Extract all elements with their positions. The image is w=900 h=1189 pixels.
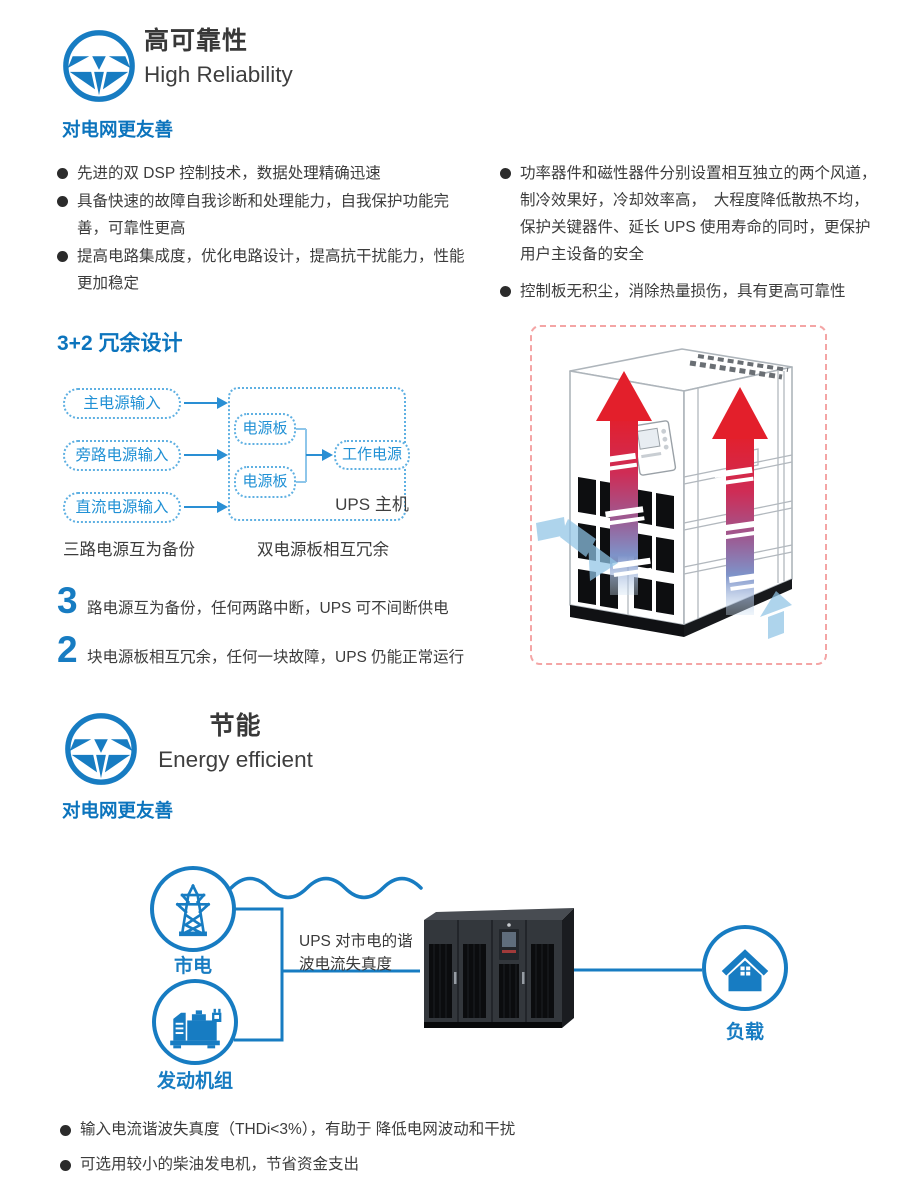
load-label: 负载 — [725, 1022, 764, 1043]
diamond-icon — [63, 30, 135, 102]
distorted-wave-line — [229, 876, 423, 900]
flow-arrow-icon — [184, 397, 228, 409]
energy-diagram-connectors — [228, 876, 702, 1042]
reliability-bullets-left: 先进的双 DSP 控制技术，数据处理精确迅速 具备快速的故障自我诊断和处理能力，… — [57, 160, 473, 298]
list-item: 具备快速的故障自我诊断和处理能力，自我保护功能完善，可靠性更高 — [57, 188, 473, 243]
cabinet-display-panel — [632, 420, 677, 476]
section-title-en: High Reliability — [144, 62, 293, 87]
bullet-dot — [57, 195, 68, 207]
ups-host-label: UPS 主机 — [335, 495, 409, 514]
flow-arrow-icon — [184, 449, 228, 461]
hot-air-arrow — [712, 387, 769, 615]
bullet-dot — [57, 168, 68, 179]
list-item: 控制板无积尘，消除热量损伤，具有更高可靠性 — [500, 278, 884, 305]
list-item: 输入电流谐波失真度（THDi<3%），有助于 降低电网波动和干扰 — [60, 1117, 620, 1143]
flow-arrow-icon — [184, 501, 228, 513]
section-energy-header: 节能 Energy efficient — [148, 712, 323, 773]
energy-bullets: 输入电流谐波失真度（THDi<3%），有助于 降低电网波动和干扰 可选用较小的柴… — [60, 1117, 620, 1187]
load-node — [702, 925, 788, 1011]
list-item: 提高电路集成度，优化电路设计，提高抗干扰能力，性能更加稳定 — [57, 243, 473, 298]
list-item: 可选用较小的柴油发电机，节省资金支出 — [60, 1152, 620, 1178]
note-number: 2 — [57, 629, 78, 670]
generator-node — [152, 979, 238, 1065]
bullet-dot — [500, 286, 511, 297]
caption-dual-boards: 双电源板相互冗余 — [257, 541, 389, 559]
flow-box-power-board-b: 电源板 — [234, 466, 296, 498]
cool-air-arrow — [760, 591, 792, 639]
section-title-zh: 高可靠性 — [144, 27, 249, 55]
bullet-dot — [60, 1125, 71, 1136]
airflow-illustration-frame — [530, 325, 827, 665]
house-icon — [721, 949, 769, 992]
grid-friendly-subheading: 对电网更友善 — [62, 800, 174, 821]
bullet-dot — [500, 168, 511, 179]
ups-cabinet-airflow-illustration — [536, 348, 793, 639]
flow-box-dc-input: 直流电源输入 — [63, 492, 181, 523]
note-text: 路电源互为备份，任何两路中断，UPS 可不间断供电 — [87, 600, 449, 617]
utility-label: 市电 — [173, 956, 212, 977]
list-item: 先进的双 DSP 控制技术，数据处理精确迅速 — [57, 160, 473, 188]
utility-power-node — [150, 866, 236, 952]
redundancy-notes: 3 路电源互为备份，任何两路中断，UPS 可不间断供电 2 块电源板相互冗余，任… — [57, 580, 507, 678]
ups-cabinet-image — [424, 908, 574, 1028]
flow-box-main-input: 主电源输入 — [63, 388, 181, 419]
caption-three-sources: 三路电源互为备份 — [63, 541, 195, 559]
redundancy-heading: 3+2 冗余设计 — [57, 332, 183, 355]
section-title-en: Energy efficient — [158, 747, 313, 772]
note-row: 3 路电源互为备份，任何两路中断，UPS 可不间断供电 — [57, 580, 507, 622]
board-merge-arrow-icon — [296, 428, 333, 483]
flow-box-working-power: 工作电源 — [334, 440, 410, 470]
cool-air-arrow — [536, 517, 618, 581]
generator-icon — [170, 1008, 222, 1049]
note-number: 3 — [57, 580, 78, 621]
power-tower-icon — [175, 883, 211, 937]
flow-box-power-board-a: 电源板 — [234, 413, 296, 445]
section-reliability-header: 高可靠性 High Reliability — [144, 27, 293, 88]
bullet-dot — [57, 250, 68, 262]
flow-box-bypass-input: 旁路电源输入 — [63, 440, 181, 471]
reliability-bullets-right: 功率器件和磁性器件分别设置相互独立的两个风道，制冷效果好，冷却效率高， 大程度降… — [500, 160, 884, 315]
generator-label: 发动机组 — [156, 1071, 233, 1092]
note-text: 块电源板相互冗余，任何一块故障，UPS 仍能正常运行 — [87, 649, 465, 666]
note-row: 2 块电源板相互冗余，任何一块故障，UPS 仍能正常运行 — [57, 629, 507, 671]
bullet-dot — [60, 1160, 71, 1171]
diamond-icon — [65, 713, 137, 785]
grid-friendly-subheading: 对电网更友善 — [62, 119, 174, 140]
harmonic-distortion-annotation: UPS 对市电的谐波电流失真度 — [299, 933, 413, 973]
section-title-zh: 节能 — [209, 712, 262, 740]
list-item: 功率器件和磁性器件分别设置相互独立的两个风道，制冷效果好，冷却效率高， 大程度降… — [500, 160, 884, 268]
